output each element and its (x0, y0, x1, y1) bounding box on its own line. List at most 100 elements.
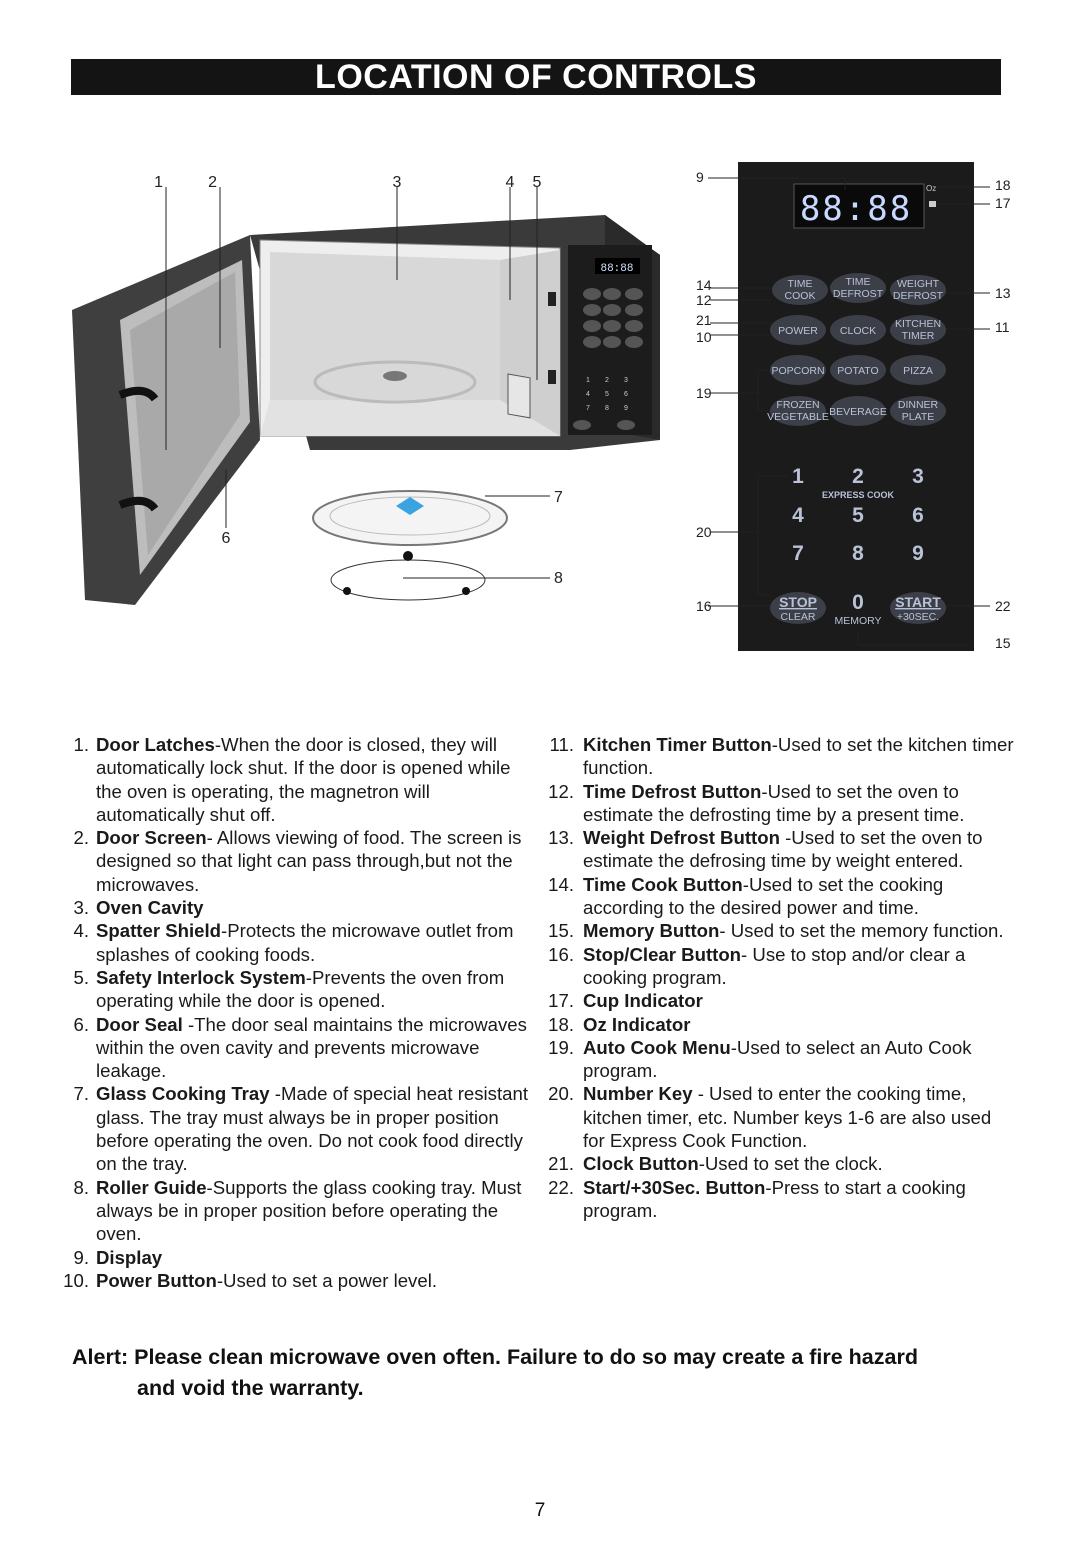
item-description: -Used to set a power level. (216, 1269, 437, 1291)
key-5[interactable]: 5 (852, 504, 864, 527)
item-name: Roller Guide (96, 1176, 207, 1198)
control-item: 10. Power Button-Used to set a power leve… (58, 1269, 528, 1292)
panel-callout-17: 17 (995, 195, 1011, 211)
cup-indicator-icon (929, 201, 936, 207)
display (793, 183, 925, 229)
panel-callout-14: 14 (696, 277, 712, 293)
time-cook-button[interactable] (772, 275, 828, 305)
item-name: Door Screen (96, 827, 207, 849)
control-item: 4.Spatter Shield-Protects the microwave … (58, 919, 528, 966)
popcorn-button[interactable] (770, 355, 826, 385)
key-3[interactable]: 3 (912, 465, 924, 488)
panel-callout-15: 15 (995, 635, 1011, 651)
key-6[interactable]: 6 (912, 504, 924, 527)
spatter-shield (507, 373, 531, 419)
key-7[interactable]: 7 (792, 542, 804, 565)
pizza-button[interactable] (890, 355, 946, 385)
time-defrost-button[interactable] (830, 273, 886, 303)
key-8[interactable]: 8 (852, 542, 864, 565)
item-name: Weight Defrost Button (583, 827, 780, 849)
weight-defrost-button[interactable] (890, 275, 946, 305)
stop-clear-button[interactable] (770, 592, 826, 624)
panel-callout-10: 10 (696, 329, 712, 345)
dinner-plate-button[interactable] (890, 396, 946, 426)
svg-text:4: 4 (586, 391, 590, 398)
item-number: 20. (548, 1083, 574, 1105)
item-number: 14. (548, 873, 574, 895)
control-item: 8.Roller Guide-Supports the glass cookin… (58, 1176, 528, 1246)
start-button[interactable] (890, 592, 946, 624)
callout-4: 4 (506, 174, 515, 191)
panel-callout-11: 11 (995, 319, 1010, 335)
item-name: Oz Indicator (583, 1013, 691, 1035)
item-number: 21. (548, 1153, 574, 1175)
item-name: Auto Cook Menu (583, 1036, 731, 1058)
item-number: 18. (548, 1013, 574, 1035)
power-label: POWER (778, 325, 818, 337)
item-description: -Used to set the clock. (698, 1153, 883, 1175)
item-number: 11. (549, 734, 574, 755)
oz-indicator: Oz (926, 184, 936, 193)
potato-button[interactable] (830, 355, 886, 385)
item-name: Display (96, 1246, 163, 1268)
item-number: 3. (73, 897, 89, 919)
alert-message: Alert: Please clean microwave oven often… (72, 1342, 1032, 1404)
memory-label[interactable]: MEMORY (834, 615, 881, 627)
item-number: 19. (548, 1036, 574, 1058)
item-name: Clock Button (583, 1153, 699, 1175)
item-description: -Press to start a cooking program. (583, 1176, 966, 1221)
frozen-vegetable-button[interactable] (770, 396, 826, 426)
clock-button[interactable] (830, 315, 886, 345)
item-description: -When the door is closed, they will auto… (96, 734, 511, 825)
kitchen-timer-button[interactable] (890, 315, 946, 345)
item-number: 2. (73, 827, 89, 849)
key-1[interactable]: 1 (792, 465, 804, 488)
time-defrost-label-2: DEFROST (833, 288, 884, 300)
item-description: -Used to set the cooking according to th… (583, 873, 944, 919)
item-description: - Allows viewing of food. The screen is … (96, 827, 522, 895)
callout-1: 1 (154, 174, 163, 191)
item-name: Oven Cavity (96, 897, 204, 919)
weight-defrost-label-1: WEIGHT (897, 278, 940, 290)
svg-text:8: 8 (605, 405, 609, 412)
item-number: 22. (548, 1176, 574, 1198)
control-item: 16.Stop/Clear Button- Use to stop and/or… (538, 943, 1018, 990)
control-item: 7.Glass Cooking Tray -Made of special he… (58, 1082, 528, 1175)
key-4[interactable]: 4 (792, 504, 804, 527)
item-name: Power Button (96, 1269, 217, 1291)
key-2[interactable]: 2 (852, 465, 864, 488)
item-name: Memory Button (583, 920, 720, 942)
power-button[interactable] (770, 315, 826, 345)
panel-callout-19: 19 (696, 385, 712, 401)
control-item: 17.Cup Indicator (538, 989, 1018, 1012)
kitchen-timer-label-2: TIMER (902, 330, 935, 342)
item-number: 9. (73, 1246, 89, 1268)
item-name: Door Seal (96, 1013, 183, 1035)
item-number: 10. (63, 1269, 89, 1291)
frozen-vegetable-label-1: FROZEN (776, 399, 819, 411)
key-9[interactable]: 9 (912, 542, 924, 565)
callout-7: 7 (554, 489, 563, 506)
controls-list-left: 1.Door Latches-When the door is closed, … (58, 733, 528, 1292)
control-item: 13.Weight Defrost Button -Used to set th… (538, 826, 1018, 873)
svg-text:1: 1 (586, 377, 590, 384)
beverage-button[interactable] (830, 396, 886, 426)
control-item: 20.Number Key - Used to enter the cookin… (538, 1082, 1018, 1152)
item-number: 17. (548, 990, 574, 1012)
item-number: 7. (73, 1083, 89, 1105)
plus30-label: +30SEC. (897, 611, 939, 623)
item-description: -Made of special heat resistant glass. T… (96, 1083, 528, 1175)
control-item: 18. Oz Indicator (538, 1013, 1018, 1036)
item-number: 16. (548, 943, 574, 965)
pizza-label: PIZZA (903, 365, 933, 377)
item-description: -Protects the microwave outlet from spla… (96, 920, 514, 965)
svg-text:2: 2 (605, 377, 609, 384)
control-item: 22. Start/+30Sec. Button-Press to start a… (538, 1176, 1018, 1223)
item-name: Start/+30Sec. Button (583, 1176, 766, 1198)
key-0[interactable]: 0 (852, 591, 864, 614)
number-keypad: 1 2 3 EXPRESS COOK 4 5 6 7 8 9 (792, 465, 924, 565)
control-item: 19.Auto Cook Menu-Used to select an Auto… (538, 1036, 1018, 1083)
svg-text:3: 3 (624, 377, 628, 384)
item-number: 5. (73, 966, 89, 988)
panel-callout-9: 9 (696, 169, 704, 185)
